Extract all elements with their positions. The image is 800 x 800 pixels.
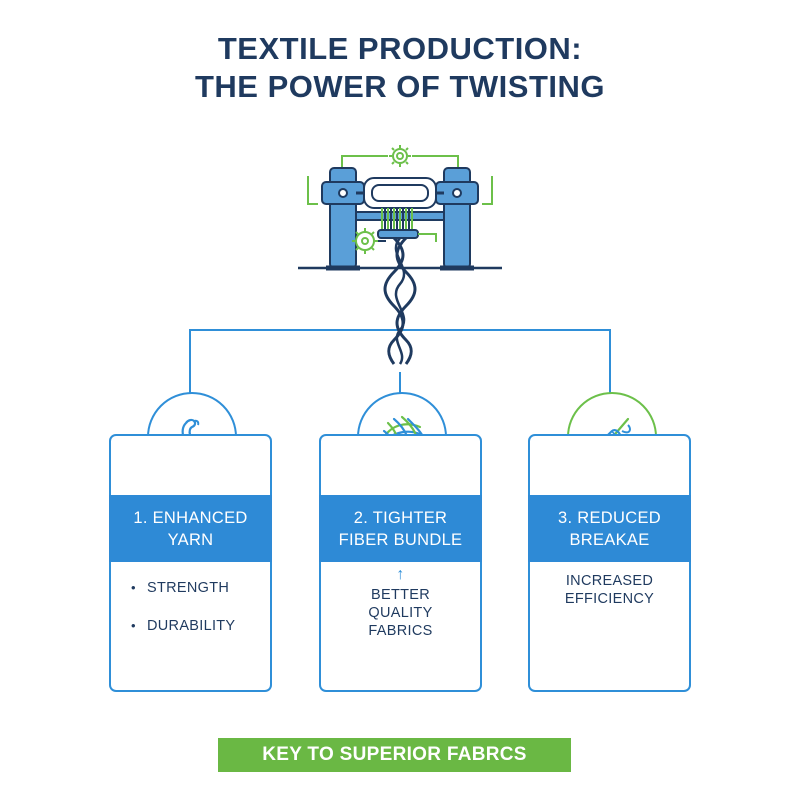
card-reduced-breakage: 3. REDUCED BREAKAE INCREASED EFFICIENCY	[528, 434, 691, 692]
card-body: INCREASED EFFICIENCY	[530, 572, 689, 608]
page-title: TEXTILE PRODUCTION: THE POWER OF TWISTIN…	[0, 30, 800, 106]
card-heading-line-1: 3. REDUCED	[558, 508, 661, 527]
card-text: INCREASED EFFICIENCY	[530, 572, 689, 608]
card-heading: 3. REDUCED BREAKAE	[528, 495, 691, 562]
bullet-dot-icon: •	[131, 618, 136, 633]
card-text-line: BETTER	[371, 587, 430, 603]
bullet-dot-icon: •	[131, 580, 136, 595]
card-enhanced-yarn: 1. ENHANCED YARN • STRENGTH • DURABILITY	[109, 434, 272, 692]
twisting-machine-icon	[298, 145, 502, 365]
card-text: BETTER QUALITY FABRICS	[321, 586, 480, 640]
bullet-text: STRENGTH	[147, 580, 230, 596]
card-body: • STRENGTH • DURABILITY	[111, 574, 270, 656]
bullet-item: • STRENGTH	[131, 580, 270, 596]
bullet-item: • DURABILITY	[131, 618, 270, 634]
card-heading-line-1: 2. TIGHTER	[353, 508, 448, 527]
footer-label: KEY TO SUPERIOR FABRCS	[262, 744, 527, 765]
card-text-line: QUALITY	[368, 605, 433, 621]
card-heading-line-2: FIBER BUNDLE	[338, 530, 463, 549]
bullet-text: DURABILITY	[147, 618, 236, 634]
card-body: ↑ BETTER QUALITY FABRICS	[321, 566, 480, 640]
card-heading: 1. ENHANCED YARN	[109, 495, 272, 562]
card-text-line: FABRICS	[368, 623, 433, 639]
card-heading-line-2: BREAKAE	[569, 530, 650, 549]
card-heading: 2. TIGHTER FIBER BUNDLE	[319, 495, 482, 562]
card-text-line: EFFICIENCY	[564, 591, 655, 607]
bullet-list: • STRENGTH • DURABILITY	[111, 580, 270, 634]
card-heading-line-1: 1. ENHANCED	[133, 508, 248, 527]
title-line-2: THE POWER OF TWISTING	[194, 69, 606, 104]
card-heading-line-2: YARN	[167, 530, 214, 549]
up-arrow-icon: ↑	[396, 566, 405, 583]
footer-banner: KEY TO SUPERIOR FABRCS	[218, 738, 571, 772]
card-tighter-fiber-bundle: 2. TIGHTER FIBER BUNDLE ↑ BETTER QUALITY…	[319, 434, 482, 692]
title-line-1: TEXTILE PRODUCTION:	[217, 31, 583, 66]
card-text-line: INCREASED	[565, 573, 654, 589]
